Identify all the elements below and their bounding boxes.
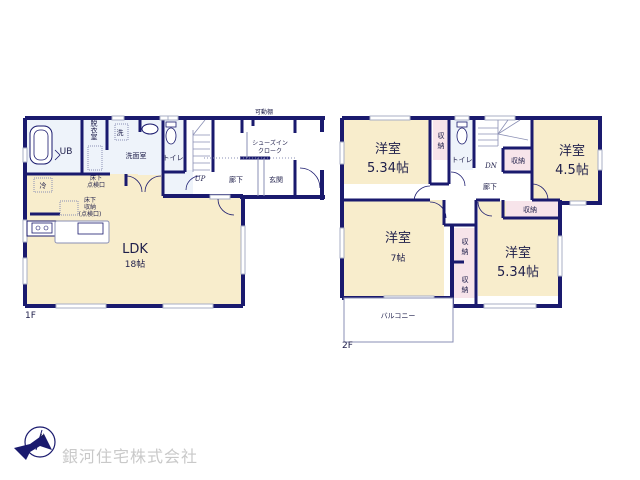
western2-size: 4.5帖 bbox=[555, 163, 589, 178]
sink-icon bbox=[77, 222, 104, 235]
balcony bbox=[343, 297, 454, 343]
storage4-label-2: 納 bbox=[462, 247, 469, 256]
storage1-label-1: 収 bbox=[438, 132, 445, 140]
washroom-label: 洗面室 bbox=[126, 151, 147, 160]
storage2-fill bbox=[504, 149, 530, 171]
western1-label: 洋室 bbox=[375, 141, 401, 157]
fridge-label: 冷 bbox=[40, 181, 47, 190]
storage45-fill bbox=[454, 228, 476, 298]
dressing-label: 脱衣室 bbox=[90, 119, 98, 141]
toilet2-label: トイレ bbox=[452, 156, 473, 164]
storage1-label-2: 納 bbox=[438, 141, 445, 150]
toilet1-label: トイレ bbox=[163, 154, 184, 162]
western3-size: 7帖 bbox=[391, 252, 406, 264]
floor1-label: 1F bbox=[25, 311, 36, 321]
stairs-icon bbox=[192, 119, 210, 172]
floor-storage-label-3: (点検口) bbox=[79, 210, 102, 218]
western4-size: 5.34帖 bbox=[497, 265, 539, 280]
up-label: UP bbox=[195, 175, 206, 183]
floor2-plan: 洋室 5.34帖 収 納 トイレ DN 収納 洋室 4.5帖 廊下 収納 洋室 … bbox=[339, 115, 603, 351]
storage2-label: 収納 bbox=[511, 156, 525, 165]
shoe-closet-label-2: クローク bbox=[258, 148, 282, 155]
floor-storage-label-1: 床下 bbox=[84, 196, 96, 204]
door-swings bbox=[54, 149, 321, 216]
hallway1-label: 廊下 bbox=[229, 175, 243, 184]
ldk-label: LDK bbox=[122, 242, 148, 257]
floor-hatch-label-1: 床下 bbox=[90, 174, 102, 182]
company-name: 銀河住宅株式会社 bbox=[62, 447, 198, 466]
stairs2-icon bbox=[478, 119, 529, 147]
shoe-closet-label-1: シューズイン bbox=[252, 139, 288, 147]
floor-storage-area bbox=[59, 200, 79, 216]
movable-shelf-label: 可動棚 bbox=[255, 108, 273, 116]
western1-size: 5.34帖 bbox=[367, 161, 409, 176]
ub-label: UB bbox=[60, 147, 73, 157]
floor-hatch-label-2: 点検口 bbox=[87, 181, 105, 189]
bird-icon bbox=[14, 434, 52, 460]
north-icon: N bbox=[40, 433, 45, 440]
stove-icon bbox=[31, 222, 53, 234]
bathtub-icon bbox=[29, 125, 53, 165]
western3-label: 洋室 bbox=[385, 230, 411, 246]
western1-fill bbox=[344, 119, 430, 184]
washroom-fill bbox=[138, 120, 161, 175]
washing-machine-area bbox=[114, 123, 129, 141]
floor-storage-label-2: 収納 bbox=[84, 203, 96, 211]
storage4-label-1: 収 bbox=[462, 238, 469, 246]
door-swings-2f bbox=[413, 171, 549, 219]
ldk-fill-2 bbox=[127, 196, 241, 304]
company-logo: N 銀河住宅株式会社 bbox=[14, 426, 198, 466]
washbasin-icon bbox=[141, 123, 159, 135]
ldk-size: 18帖 bbox=[125, 258, 145, 270]
floor2-label: 2F bbox=[342, 341, 353, 351]
dn-label: DN bbox=[484, 162, 498, 170]
toilet-icon bbox=[165, 121, 177, 128]
western2-fill bbox=[532, 119, 600, 201]
western3-fill bbox=[344, 200, 444, 296]
storage3-label: 収納 bbox=[523, 205, 537, 214]
balcony-label: バルコニー bbox=[381, 312, 416, 320]
toilet2-fill bbox=[451, 120, 473, 170]
storage5-label-1: 収 bbox=[462, 276, 469, 284]
entrance-label: 玄関 bbox=[269, 175, 283, 184]
toilet2-icon bbox=[456, 121, 468, 128]
western4-label: 洋室 bbox=[505, 245, 531, 261]
hallway2-label: 廊下 bbox=[483, 182, 497, 191]
wash-mark: 洗 bbox=[117, 128, 124, 137]
compass-circle-icon bbox=[24, 426, 56, 458]
storage5-label-2: 納 bbox=[462, 285, 469, 294]
washroom-door-fill bbox=[163, 170, 193, 196]
storage1-fill bbox=[433, 120, 449, 160]
floor1-plan: 可動棚 UB 脱衣室 洗 洗面室 トイレ UP シューズイン クローク 廊下 玄… bbox=[22, 108, 325, 321]
toilet1-fill bbox=[161, 120, 185, 172]
fridge-area bbox=[33, 177, 53, 193]
western2-label: 洋室 bbox=[559, 143, 585, 159]
